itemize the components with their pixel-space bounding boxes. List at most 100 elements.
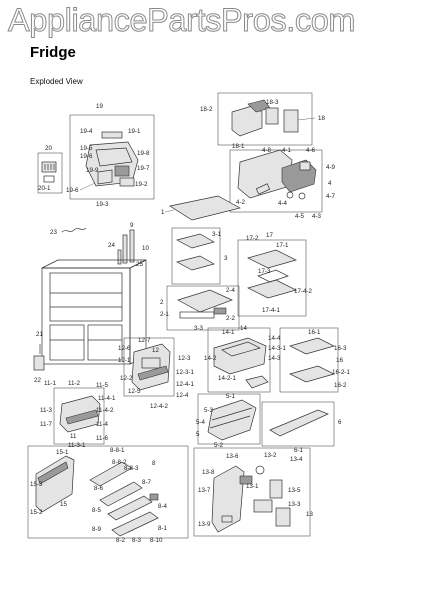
part-1-shelf[interactable] (169, 195, 241, 221)
part-5-assembly[interactable] (197, 393, 261, 445)
part-16-2[interactable] (289, 365, 335, 383)
part-13-6[interactable] (255, 465, 265, 475)
part-4-4[interactable] (286, 191, 294, 199)
part-2-1[interactable] (179, 311, 215, 319)
callout-label: 13-9 (198, 521, 211, 528)
callout-label: 13-1 (246, 483, 259, 490)
part-12-3[interactable] (141, 357, 161, 369)
part-3-2[interactable] (176, 255, 215, 271)
part-17-4[interactable] (247, 279, 297, 299)
callout-label: 4 (328, 180, 332, 187)
part-4-5[interactable] (298, 192, 306, 200)
part-8-10[interactable] (111, 511, 159, 537)
callout-label: 4-2 (236, 199, 246, 206)
part-20-1[interactable] (43, 175, 55, 183)
callout-label: 4-4 (278, 200, 288, 207)
part-17-1[interactable] (247, 249, 297, 269)
part-4-2[interactable] (255, 183, 271, 195)
callout-label: 8-3 (132, 537, 142, 544)
callout-label: 2-1 (160, 311, 170, 318)
part-4-6[interactable] (299, 161, 311, 171)
part-15-1[interactable] (37, 461, 69, 485)
part-23[interactable] (61, 227, 87, 233)
part-11-4[interactable] (65, 409, 99, 425)
part-18-3-cap[interactable] (265, 107, 279, 125)
part-2-2[interactable] (213, 307, 227, 315)
group-box-12 (123, 337, 175, 397)
part-13-assembly[interactable] (193, 447, 311, 537)
part-8-8[interactable] (89, 461, 133, 487)
cabinet-side (129, 259, 147, 365)
callout-label: 8-9 (92, 526, 102, 533)
part-2-shelf[interactable] (177, 289, 233, 313)
part-13-9[interactable] (221, 515, 233, 523)
part-8-4[interactable] (107, 495, 153, 521)
part-5-shelf[interactable] (207, 399, 257, 441)
callout-label: 11-4 (96, 421, 108, 428)
part-19-4[interactable] (101, 131, 123, 139)
cabinet-lower-left (49, 324, 85, 361)
callout-label: 17-2 (246, 235, 259, 242)
callout-label: 11 (70, 433, 77, 440)
part-14-assembly[interactable] (207, 327, 271, 393)
part-19-2[interactable] (119, 177, 135, 187)
part-6[interactable] (269, 409, 329, 437)
page-title: Fridge (30, 44, 76, 61)
callout-label: 20 (45, 145, 52, 152)
callout-label: 19-4 (80, 128, 93, 135)
part-12-4[interactable] (137, 365, 169, 381)
group-box-2 (166, 285, 240, 331)
part-13-5[interactable] (269, 479, 283, 499)
part-19-9[interactable] (97, 169, 113, 185)
group-box-20 (37, 152, 63, 194)
callout-label: 23 (50, 229, 57, 236)
callout-label: 8 (152, 460, 156, 467)
callout-label: 8-8-3 (124, 465, 139, 472)
callout-label: 13-2 (264, 452, 277, 459)
part-13-1[interactable] (239, 475, 253, 485)
callout-label: 5-2 (214, 442, 224, 449)
part-19-8[interactable] (114, 165, 130, 177)
callout-label: 15-2 (30, 509, 43, 516)
part-13-2[interactable] (275, 507, 291, 527)
callout-label: 14-2-1 (218, 375, 236, 382)
part-9[interactable] (129, 229, 135, 263)
callout-label: 19-9 (86, 167, 99, 174)
part-25[interactable] (117, 249, 122, 265)
callout-label: 10 (142, 245, 149, 252)
part-17-3[interactable] (257, 269, 289, 283)
part-4-assembly[interactable] (229, 149, 323, 213)
part-8-15-assembly[interactable] (27, 445, 189, 539)
part-8-7[interactable] (99, 481, 143, 507)
callout-label: 5-4 (196, 419, 206, 426)
part-13-7[interactable] (211, 465, 245, 533)
part-19-5[interactable] (95, 147, 133, 167)
part-11-assembly[interactable] (53, 387, 105, 445)
part-8-6[interactable] (149, 493, 159, 501)
part-14-drawer[interactable] (213, 337, 267, 375)
part-24[interactable] (122, 234, 128, 264)
part-14-2-1[interactable] (245, 375, 269, 389)
part-17-assembly[interactable] (237, 239, 307, 317)
callout-label: 14-2 (204, 355, 217, 362)
part-13-3[interactable] (253, 499, 273, 513)
part-18-assembly[interactable] (217, 92, 316, 146)
part-3-1[interactable] (176, 233, 215, 249)
callout-label: 4-5 (295, 213, 305, 220)
ice-maker-assembly[interactable] (69, 114, 155, 200)
part-14-4[interactable] (221, 341, 261, 357)
callout-label: 6 (338, 419, 342, 426)
fridge-cabinet[interactable] (41, 259, 147, 365)
callout-label: 11-6 (96, 435, 108, 442)
part-22[interactable] (33, 355, 45, 371)
part-16-assembly[interactable] (279, 327, 339, 393)
part-16-1[interactable] (289, 337, 335, 355)
part-2-assembly[interactable] (166, 285, 240, 331)
callout-label: 19-7 (137, 165, 150, 172)
part-12-assembly[interactable] (123, 337, 175, 397)
part-6-assembly[interactable] (261, 401, 335, 447)
part-18[interactable] (283, 109, 299, 133)
part-20-assembly[interactable] (37, 152, 63, 194)
callout-label: 16 (336, 357, 343, 364)
part-20[interactable] (41, 161, 57, 173)
